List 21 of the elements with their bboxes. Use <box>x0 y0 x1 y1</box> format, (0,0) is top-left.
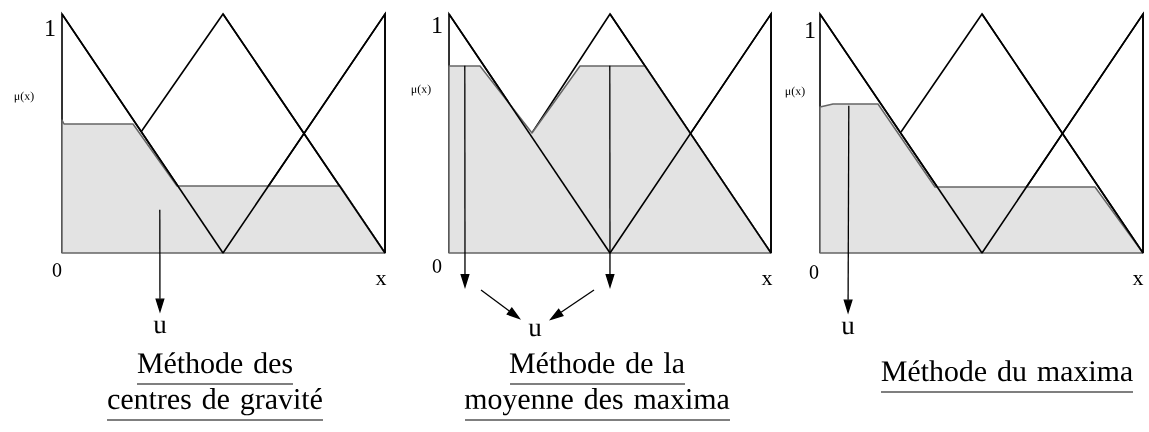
axis-label: x <box>761 274 773 286</box>
axis-label: x <box>375 274 387 286</box>
axis-value: 1 <box>46 20 55 36</box>
axis-value: 1 <box>806 22 815 38</box>
shaded-area <box>61 119 386 254</box>
axis-label: μ(x) <box>411 84 431 96</box>
axis-label: x <box>1132 274 1144 286</box>
shaded-area <box>819 103 1144 254</box>
caption: Méthode des centres de gravité <box>106 352 324 421</box>
axis-label: μ(x) <box>14 91 34 103</box>
axis-label: μ(x) <box>785 86 805 98</box>
axis-value: 0 <box>809 265 819 279</box>
variable-label: u <box>841 321 855 335</box>
variable-label: u <box>153 320 167 334</box>
shaded-area <box>448 65 772 254</box>
variable-label: u <box>528 323 542 337</box>
axis-value: 0 <box>52 263 62 277</box>
axis-value: 0 <box>432 259 442 273</box>
caption: Méthode de la moyenne des maxima <box>464 352 731 421</box>
caption: Méthode du maxima <box>880 360 1134 393</box>
axis-value: 1 <box>433 17 442 33</box>
